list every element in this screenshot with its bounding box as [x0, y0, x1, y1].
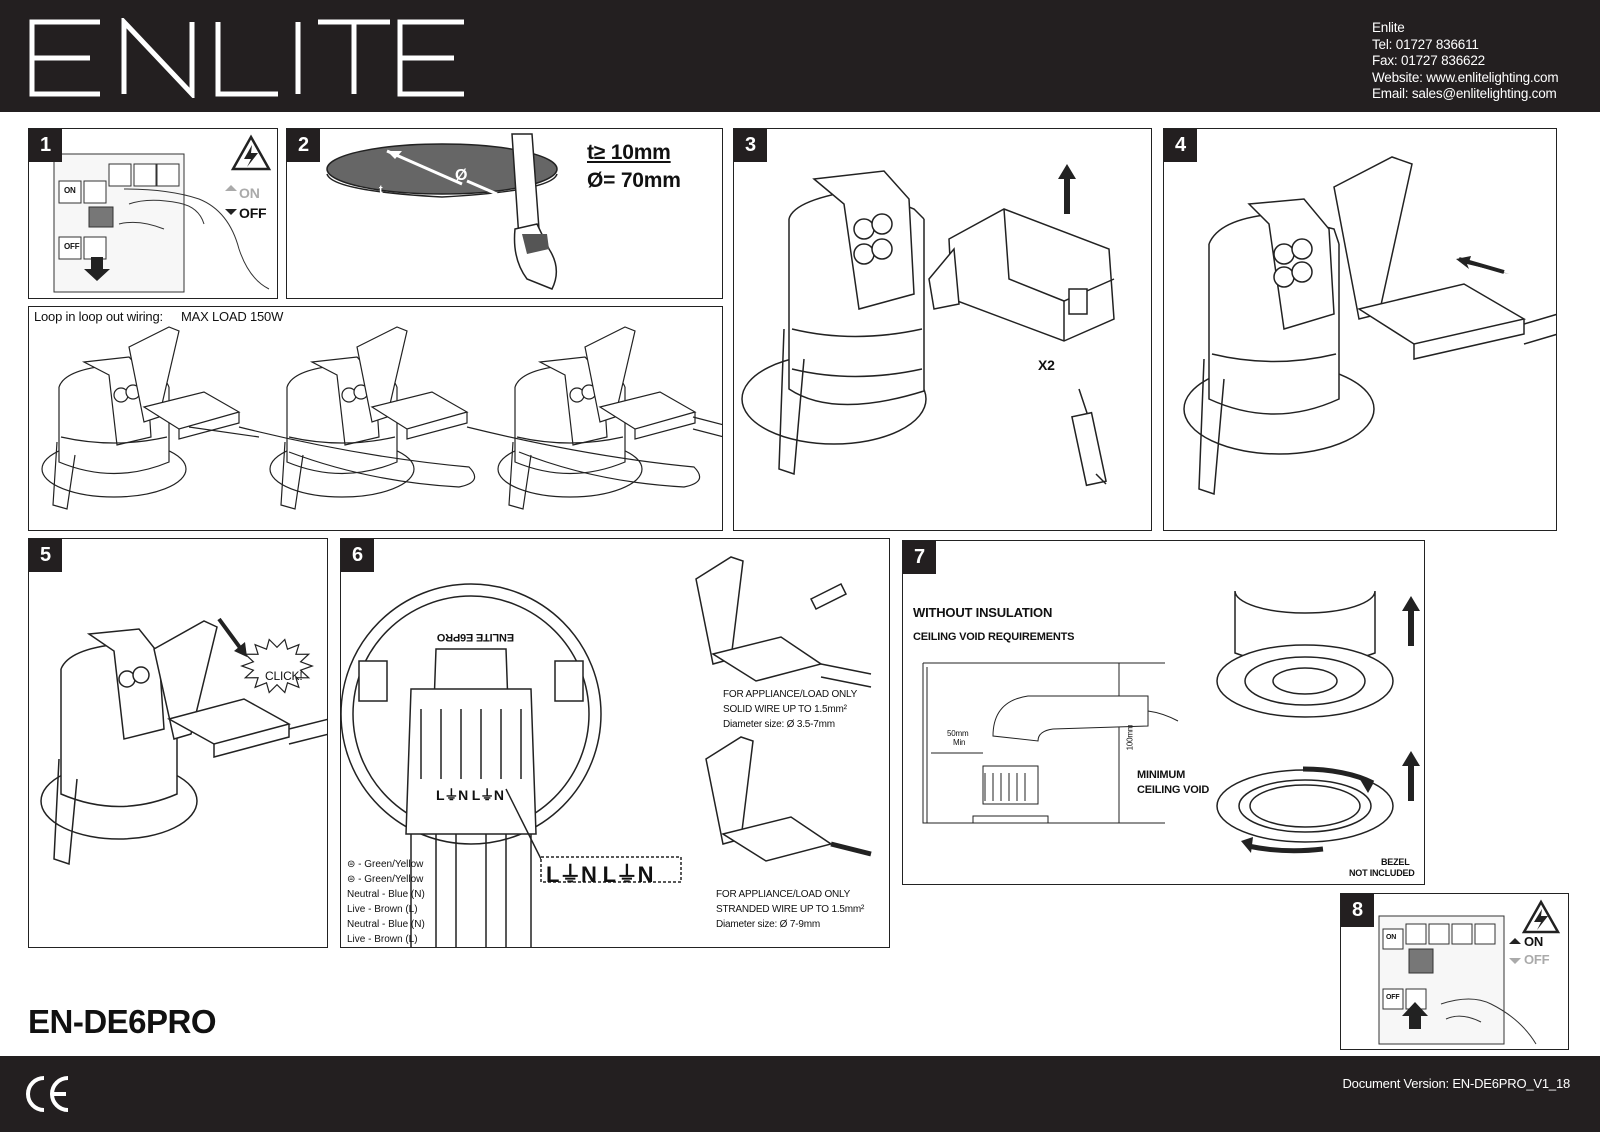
- cutout-illustration: [326, 133, 558, 290]
- min-ceiling-void-2: CEILING VOID: [1137, 784, 1210, 796]
- website-link[interactable]: Website: www.enlitelighting.com: [1372, 69, 1559, 85]
- email-link[interactable]: Email: sales@enlitelighting.com: [1372, 86, 1557, 101]
- loop-title: Loop in loop out wiring:: [34, 309, 163, 324]
- ce-mark-icon: [26, 1076, 69, 1112]
- loop-wiring-illustration: [41, 326, 722, 510]
- downlight-1: [41, 326, 241, 510]
- header-bar: Enlite Tel: 01727 836611 Fax: 01727 8366…: [0, 0, 1600, 112]
- min-word-label: Min: [953, 738, 966, 747]
- earth-icon: ⊜: [347, 874, 359, 885]
- downlight-2: [269, 326, 469, 510]
- step-8-panel: 8 ON OFF ON OFF: [1340, 893, 1569, 1050]
- t-label: t: [379, 184, 383, 196]
- earth-icon: ⊜: [347, 859, 359, 870]
- o-label: Ø: [455, 167, 468, 184]
- breaker-off-label: OFF: [64, 242, 80, 251]
- breaker-on-label: ON: [64, 186, 76, 195]
- solid-wire-line-1: FOR APPLIANCE/LOAD ONLY: [723, 689, 858, 700]
- step-1-panel: 1 ON OFF ON OFF: [28, 128, 278, 299]
- step-number: 7: [903, 541, 936, 574]
- ceiling-void-illustration: [922, 590, 1420, 854]
- diameter-spec: Ø= 70mm: [587, 169, 681, 192]
- tel-number: Tel: 01727 836611: [1372, 36, 1479, 52]
- breaker-off-illustration: [53, 134, 272, 293]
- without-insulation-label: WITHOUT INSULATION: [913, 605, 1053, 620]
- wire-live-1: Live - Brown (L): [347, 904, 418, 915]
- loop-cables: [188, 416, 722, 488]
- company-name: Enlite: [1372, 20, 1405, 35]
- step-7-panel: 7 WITHOUT INSULATION CEILING VOID REQUIR…: [902, 540, 1425, 885]
- terminal-insert-illustration: [1183, 156, 1556, 496]
- step-number: 8: [1341, 894, 1374, 927]
- legend-on-label: ON: [239, 185, 260, 201]
- footer-bar: Document Version: EN-DE6PRO_V1_18: [0, 1056, 1600, 1132]
- step-2-panel: 2 t Ø t≥ 10mm Ø= 70mm: [286, 128, 723, 299]
- step-5-panel: 5 CLICK!: [28, 538, 328, 948]
- terminal-wiring-illustration: [341, 556, 872, 947]
- step-number: 3: [734, 129, 767, 162]
- wire-neutral-2: Neutral - Blue (N): [347, 919, 425, 930]
- breaker-on-illustration: [1378, 899, 1561, 1045]
- stranded-wire-line-3: Diameter size: Ø 7-9mm: [716, 919, 820, 930]
- bezel-label-1: BEZEL: [1381, 857, 1410, 867]
- max-load-label: MAX LOAD 150W: [181, 309, 284, 324]
- contact-block: Enlite Tel: 01727 836611 Fax: 01727 8366…: [1372, 20, 1559, 103]
- legend-off-label: OFF: [1524, 952, 1550, 967]
- min-ceiling-void-1: MINIMUM: [1137, 769, 1186, 781]
- click-label: CLICK!: [265, 669, 303, 683]
- breaker-on-label: ON: [1386, 934, 1397, 941]
- stranded-wire-line-2: STRANDED WIRE UP TO 1.5mm²: [716, 904, 865, 915]
- enlite-logo: [29, 18, 464, 98]
- terminal-marking: L⏚N L⏚N: [436, 787, 504, 803]
- fitting-brand-text: ENLITE E6PRO: [437, 631, 515, 643]
- breaker-off-label: OFF: [1386, 994, 1400, 1001]
- step-number: 1: [29, 129, 62, 162]
- wire-earth-1: ⊜ - Green/Yellow: [347, 859, 424, 870]
- click-connection-illustration: [40, 617, 327, 866]
- ceiling-void-req-label: CEILING VOID REQUIREMENTS: [913, 631, 1075, 643]
- terminal-callout: L⏚N L⏚N: [546, 862, 654, 887]
- void-100-label: 100mm: [1125, 724, 1135, 751]
- step-4-panel: 4: [1163, 128, 1557, 531]
- wire-neutral-1: Neutral - Blue (N): [347, 889, 425, 900]
- legend-off-label: OFF: [239, 205, 267, 221]
- step-number: 4: [1164, 129, 1197, 162]
- wire-earth-2: ⊜ - Green/Yellow: [347, 874, 424, 885]
- document-version: Document Version: EN-DE6PRO_V1_18: [1342, 1076, 1570, 1091]
- step-number: 6: [341, 539, 374, 572]
- model-number: EN-DE6PRO: [28, 1003, 217, 1040]
- step-number: 5: [29, 539, 62, 572]
- legend-on-label: ON: [1524, 934, 1544, 949]
- thickness-spec: t≥ 10mm: [587, 141, 671, 164]
- fax-number: Fax: 01727 836622: [1372, 53, 1485, 68]
- step-3-panel: 3 X2: [733, 128, 1152, 531]
- stranded-wire-line-1: FOR APPLIANCE/LOAD ONLY: [716, 889, 851, 900]
- step-number: 2: [287, 129, 320, 162]
- min-50-label: 50mm: [947, 729, 969, 738]
- wire-live-2: Live - Brown (L): [347, 934, 418, 945]
- loop-wiring-panel: Loop in loop out wiring: MAX LOAD 150W: [28, 306, 723, 531]
- solid-wire-line-2: SOLID WIRE UP TO 1.5mm²: [723, 704, 847, 715]
- solid-wire-line-3: Diameter size: Ø 3.5-7mm: [723, 719, 835, 730]
- wire-color-list: ⊜ - Green/Yellow ⊜ - Green/Yellow Neutra…: [347, 857, 425, 947]
- downlight-3: [497, 326, 697, 510]
- driver-connection-illustration: [741, 164, 1115, 487]
- step-6-panel: 6 ENLITE E6PRO L⏚N L⏚N L⏚N L⏚N FOR APPLI…: [340, 538, 890, 948]
- x2-label: X2: [1038, 357, 1055, 373]
- bezel-label-2: NOT INCLUDED: [1349, 868, 1415, 878]
